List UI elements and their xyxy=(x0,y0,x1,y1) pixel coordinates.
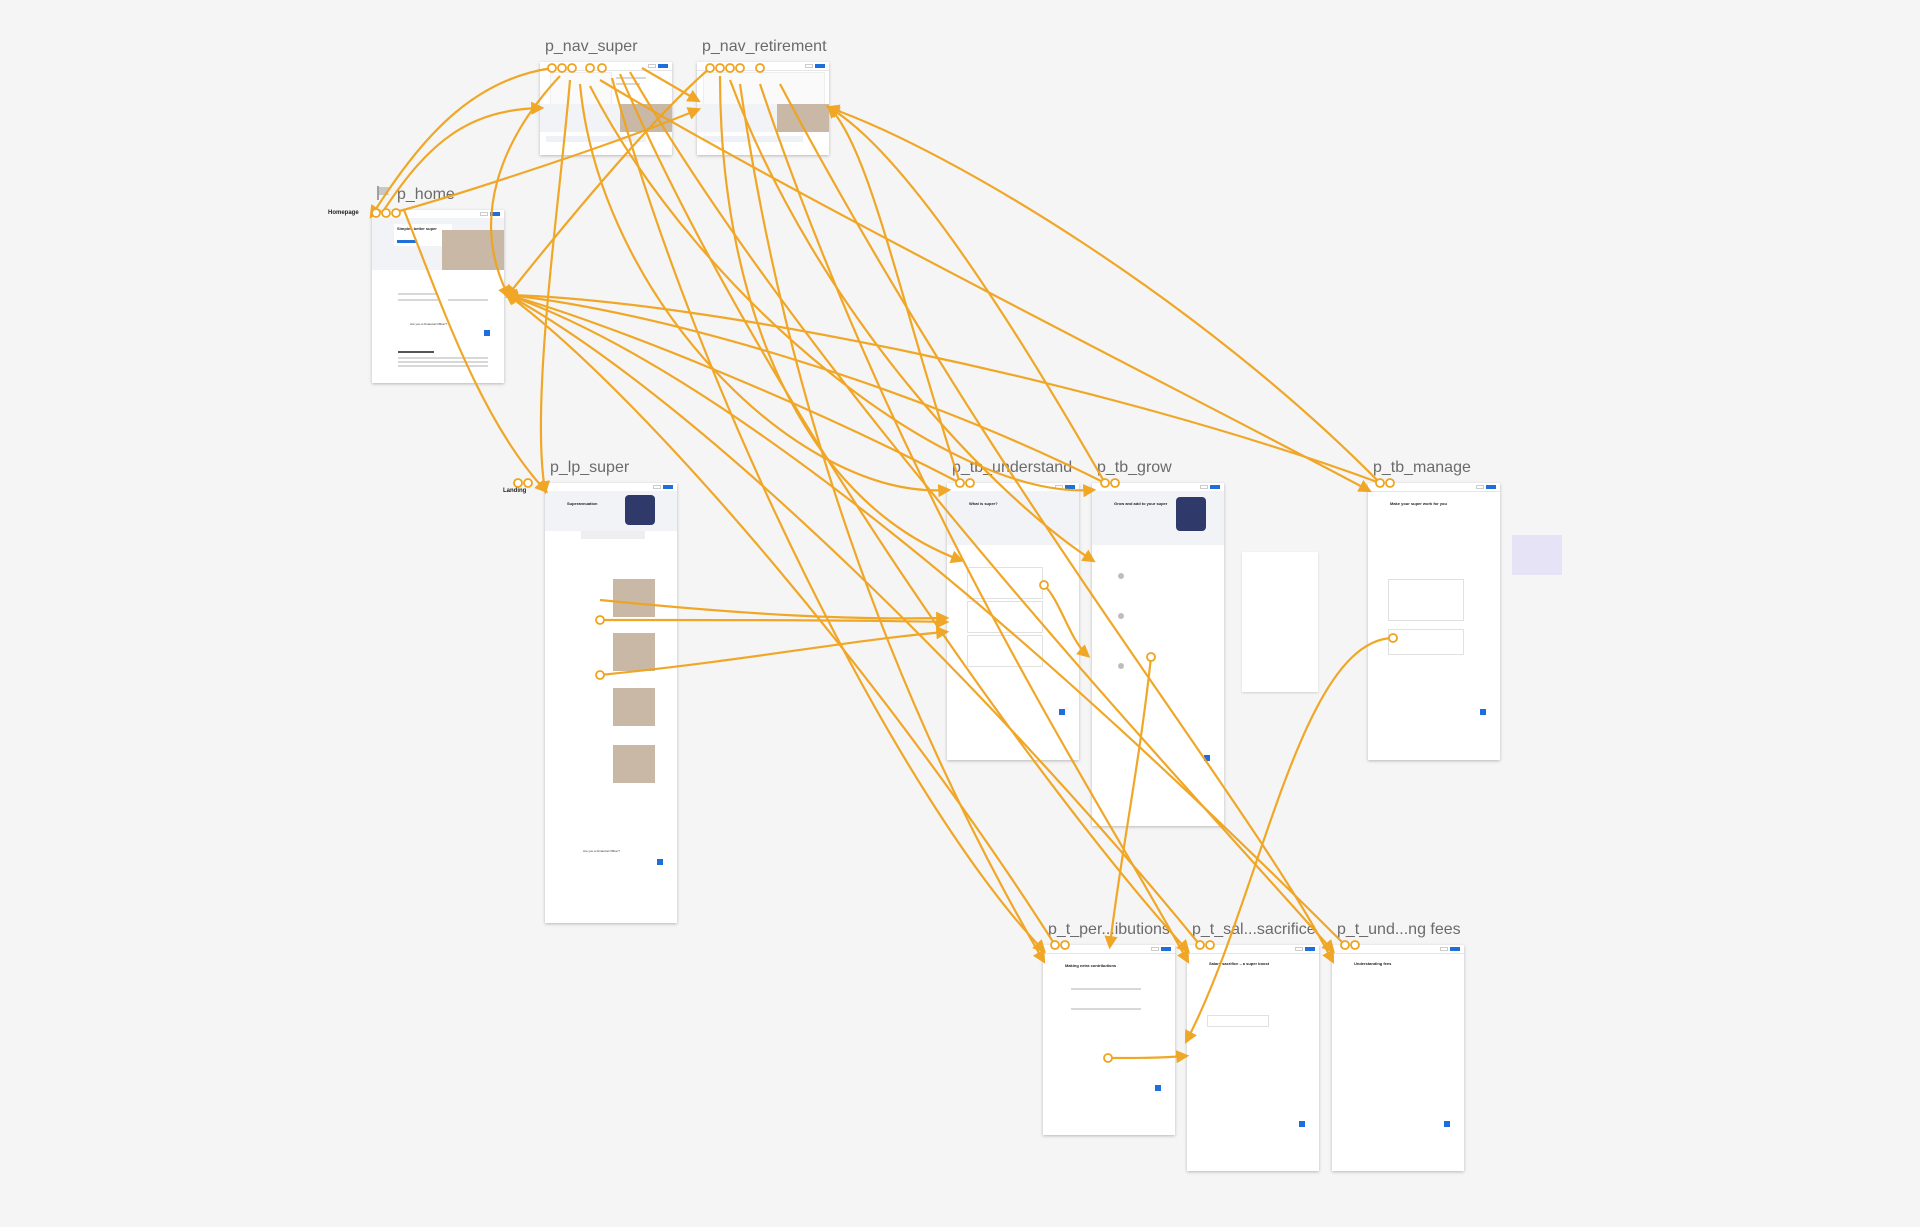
frame-label[interactable]: p_home xyxy=(397,186,455,203)
side-notes xyxy=(972,975,1034,1075)
frame-label[interactable]: p_nav_retirement xyxy=(702,38,827,55)
connection-handle xyxy=(513,478,523,488)
frame-header xyxy=(1187,945,1319,954)
frame-header xyxy=(1043,945,1175,954)
connection xyxy=(503,289,1106,484)
hero-title: Grow and add to your super xyxy=(1114,501,1168,506)
frame-p-t-per-ibutions[interactable]: Making extra contributions xyxy=(1043,945,1175,1135)
frame-p-nav-retirement[interactable] xyxy=(697,62,829,155)
frame-label[interactable]: p_t_und...ng fees xyxy=(1337,921,1461,938)
frame-p-lp-super[interactable]: Superannuation Are you a Financial Offic… xyxy=(545,483,677,923)
frame-header xyxy=(1368,483,1500,492)
footer-question: Are you a Financial Officer? xyxy=(410,322,447,326)
hero-title: Simpler, better super xyxy=(397,226,437,231)
flag-icon xyxy=(376,186,390,200)
hero-title: Salary sacrifice – a super boost xyxy=(1209,961,1270,966)
frame-header xyxy=(540,62,672,71)
connection xyxy=(825,104,1381,484)
note-title: Homepage xyxy=(328,210,359,216)
hero-title: Make your super work for you xyxy=(1390,501,1447,506)
frame-label[interactable]: p_tb_grow xyxy=(1097,459,1172,476)
frame-p-home[interactable]: Simpler, better super Are you a Financia… xyxy=(372,210,504,383)
frame-p-tb-grow[interactable]: Grow and add to your super xyxy=(1092,483,1224,826)
hero-title: What is super? xyxy=(969,501,998,506)
hero-title: Making extra contributions xyxy=(1065,963,1117,968)
frame-header xyxy=(697,62,829,71)
connection xyxy=(826,104,962,484)
frame-p-nav-super[interactable] xyxy=(540,62,672,155)
frame-p-t-sal-sacrifice[interactable]: Salary sacrifice – a super boost xyxy=(1187,945,1319,1171)
connection-handle xyxy=(523,478,533,488)
frame-label[interactable]: p_nav_super xyxy=(545,38,638,55)
frame-p-t-und-ng-fees[interactable]: Understanding fees xyxy=(1332,945,1464,1171)
frame-label[interactable]: p_t_per...ibutions xyxy=(1048,921,1170,938)
frame-label[interactable]: p_tb_manage xyxy=(1373,459,1471,476)
frame-p-tb-understand[interactable]: What is super? xyxy=(947,483,1079,760)
frame-header xyxy=(1332,945,1464,954)
frame-label[interactable]: p_tb_understand xyxy=(952,459,1073,476)
footer-question: Are you a Financial Officer? xyxy=(583,849,620,853)
frame-label[interactable]: p_t_sal...sacrifice xyxy=(1192,921,1316,938)
frame-p-tb-manage[interactable]: Make your super work for you xyxy=(1368,483,1500,760)
hero-title: Superannuation xyxy=(567,501,598,506)
side-notes xyxy=(1242,552,1318,692)
connection xyxy=(503,290,961,484)
sticky-note[interactable] xyxy=(1512,535,1562,575)
hero-title: Understanding fees xyxy=(1354,961,1392,966)
frame-label[interactable]: p_lp_super xyxy=(550,459,630,476)
connection xyxy=(503,288,1381,485)
connection xyxy=(826,105,1106,484)
note-title: Landing xyxy=(503,488,527,494)
